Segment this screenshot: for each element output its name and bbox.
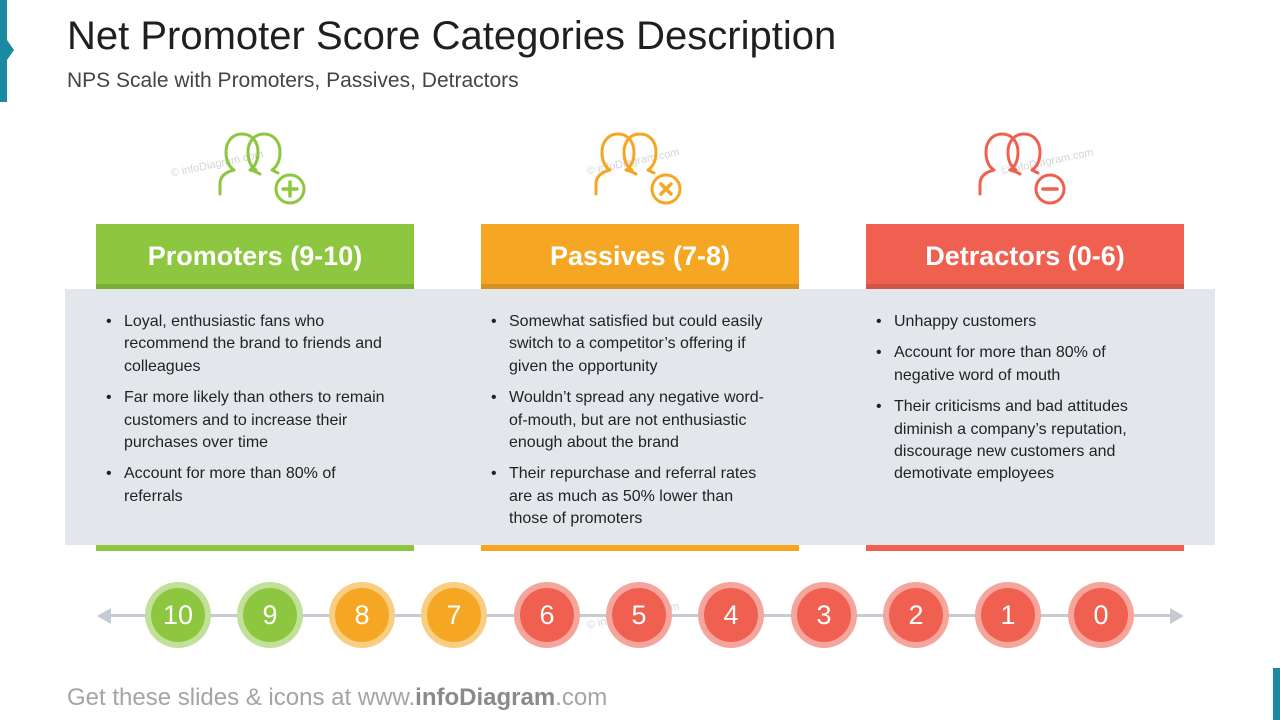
score-value: 5 [612,588,666,642]
score-value: 3 [797,588,851,642]
list-item: Their criticisms and bad attitudes dimin… [876,396,1156,486]
promoters-bottom-bar [96,545,414,551]
passives-header: Passives (7-8) [481,224,799,289]
left-accent-notch [7,40,14,60]
score-value: 8 [335,588,389,642]
score-value: 1 [981,588,1035,642]
list-item: Their repurchase and referral rates are … [491,463,771,530]
left-accent-tab [0,0,7,102]
detractors-bottom-bar [866,545,1184,551]
score-circle: 9 [237,582,303,648]
score-value: 0 [1074,588,1128,642]
list-item: Unhappy customers [876,311,1156,334]
score-circle: 2 [883,582,949,648]
arrow-left-icon [97,608,111,624]
score-circle: 8 [329,582,395,648]
list-item: Wouldn’t spread any negative word-of-mou… [491,387,771,454]
score-value: 10 [151,588,205,642]
score-circle: 10 [145,582,211,648]
score-circle: 7 [421,582,487,648]
list-item: Far more likely than others to remain cu… [106,387,386,454]
detractors-header: Detractors (0-6) [866,224,1184,289]
users-plus-icon [218,132,306,205]
promoters-title: Promoters (9-10) [147,241,363,271]
score-value: 6 [520,588,574,642]
score-circle: 3 [791,582,857,648]
score-circle: 5 [606,582,672,648]
score-circle: 1 [975,582,1041,648]
arrow-right-icon [1170,608,1184,624]
list-item: Account for more than 80% of referrals [106,463,386,508]
score-circle: 4 [698,582,764,648]
list-item: Account for more than 80% of negative wo… [876,342,1156,387]
users-x-icon [594,132,682,205]
score-value: 7 [427,588,481,642]
passives-description: Somewhat satisfied but could easily swit… [481,311,771,540]
page-subtitle: NPS Scale with Promoters, Passives, Detr… [67,69,519,92]
score-value: 4 [704,588,758,642]
detractors-description: Unhappy customers Account for more than … [866,311,1156,495]
score-value: 2 [889,588,943,642]
score-circle: 0 [1068,582,1134,648]
promoters-description: Loyal, enthusiastic fans who recommend t… [96,311,386,517]
footer-text: Get these slides & icons at www.infoDiag… [67,684,608,711]
list-item: Loyal, enthusiastic fans who recommend t… [106,311,386,378]
list-item: Somewhat satisfied but could easily swit… [491,311,771,378]
promoters-header: Promoters (9-10) [96,224,414,289]
passives-bottom-bar [481,545,799,551]
users-minus-icon [978,132,1066,205]
footer-brand: infoDiagram [415,684,556,711]
score-circle: 6 [514,582,580,648]
score-value: 9 [243,588,297,642]
detractors-title: Detractors (0-6) [925,241,1125,271]
right-accent-tab [1273,668,1280,720]
page-title: Net Promoter Score Categories Descriptio… [67,14,837,58]
passives-title: Passives (7-8) [549,241,731,271]
